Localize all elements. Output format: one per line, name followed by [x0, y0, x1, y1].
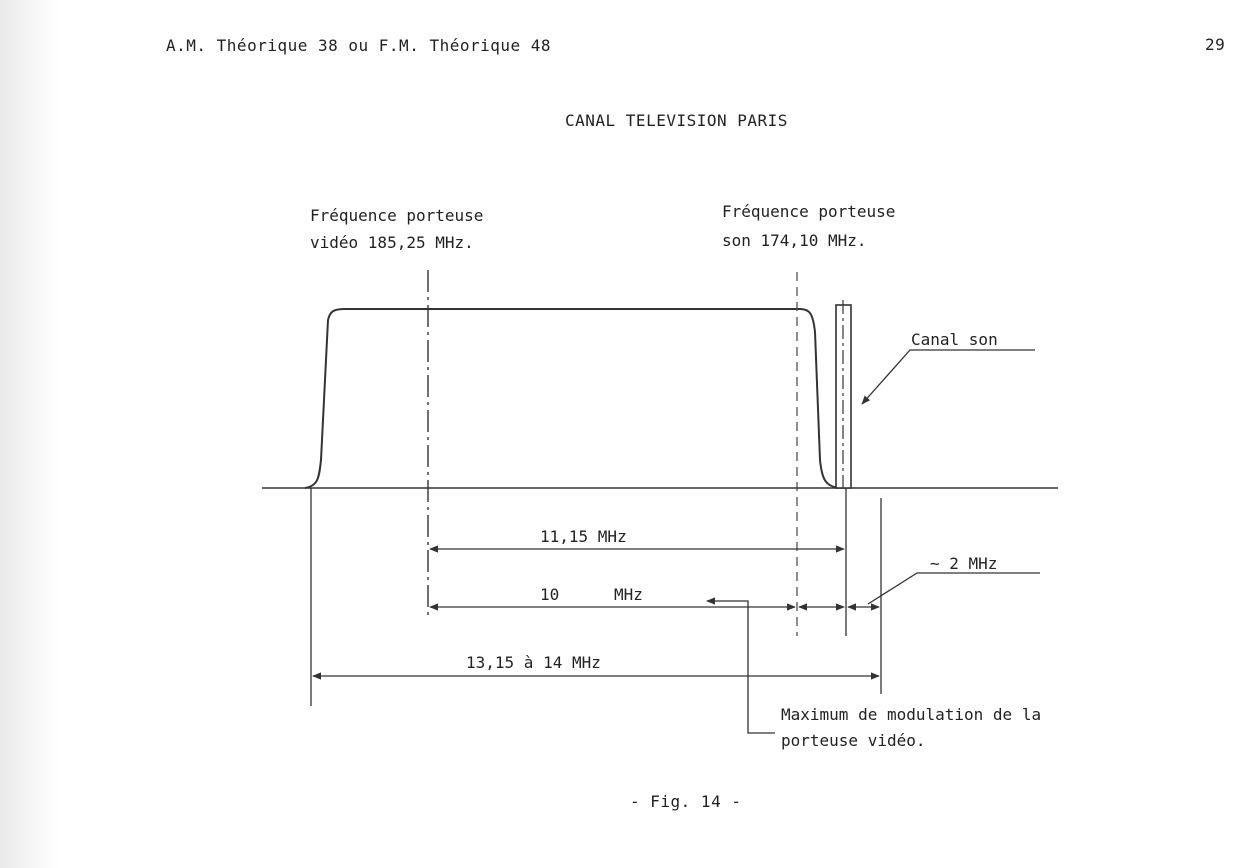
max-modulation-label-line1: Maximum de modulation de la	[781, 705, 1041, 724]
figure-caption: - Fig. 14 -	[630, 792, 742, 811]
ten-mhz-value: 10	[540, 585, 559, 604]
diagram-title: CANAL TELEVISION PARIS	[565, 111, 788, 130]
sound-carrier-label-line1: Fréquence porteuse	[722, 202, 895, 221]
max-modulation-label-line2: porteuse vidéo.	[781, 731, 926, 750]
carrier-spacing-label: 11,15 MHz	[540, 527, 627, 546]
ten-mhz-unit: MHz	[614, 585, 643, 604]
video-carrier-label-line2: vidéo 185,25 MHz.	[310, 233, 474, 252]
leader-max-modulation	[706, 597, 775, 734]
leader-2mhz	[867, 572, 1040, 605]
leader-canal-son	[861, 349, 1035, 405]
video-response-curve	[304, 308, 839, 489]
total-width-label: 13,15 à 14 MHz	[466, 653, 601, 672]
approx-2mhz-label: ∼ 2 MHz	[930, 554, 997, 573]
video-carrier-label-line1: Fréquence porteuse	[310, 206, 483, 225]
page-header: A.M. Théorique 38 ou F.M. Théorique 48	[166, 36, 552, 55]
canal-son-label: Canal son	[911, 330, 998, 349]
scan-page-edge	[0, 0, 60, 868]
sound-carrier-label-line2: son 174,10 MHz.	[722, 231, 867, 250]
page-number: 29	[1205, 35, 1226, 54]
